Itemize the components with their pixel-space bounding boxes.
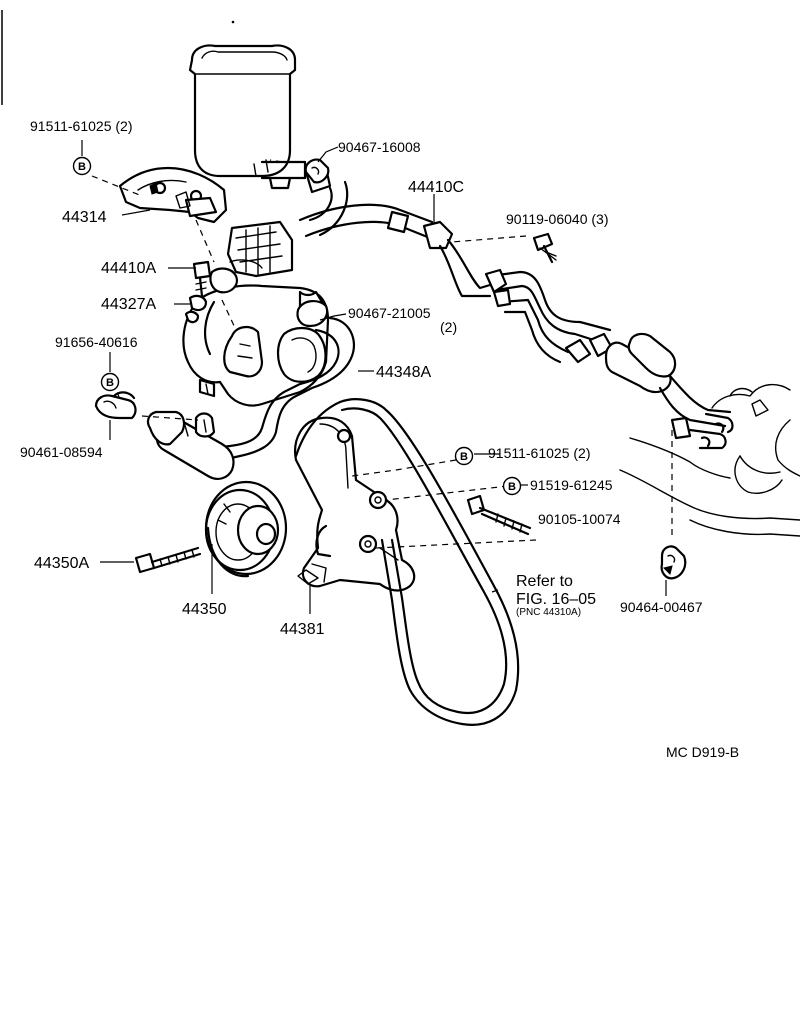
- label-44381: 44381: [280, 621, 325, 638]
- idler-pulley-44350: [204, 480, 288, 578]
- diagram-code: MC D919-B: [666, 744, 739, 760]
- label-91511-61025-mid: 91511-61025 (2): [488, 445, 590, 461]
- pressure-hose-44410C: [298, 166, 502, 298]
- bolt-90105-10074: [466, 494, 532, 536]
- drive-belt: [294, 398, 520, 726]
- steering-gear-outline: [619, 383, 800, 537]
- clip-90461-08594: [94, 391, 137, 420]
- label-90464-00467: 90464-00467: [620, 599, 703, 615]
- leader-lines: [81, 140, 667, 614]
- gasket-44327A: [184, 294, 208, 324]
- reservoir-tank: [188, 44, 307, 190]
- speck-dot: [231, 20, 235, 24]
- marker-b-3: B: [454, 446, 474, 466]
- label-90467-21005-qty: (2): [440, 319, 457, 335]
- label-91511-61025-top: 91511-61025 (2): [30, 118, 132, 134]
- clamp-90467-16008: [304, 158, 330, 184]
- clamp-90464-00467: [660, 545, 687, 580]
- marker-b-text: B: [78, 161, 86, 173]
- label-90467-16008: 90467-16008: [338, 139, 421, 155]
- marker-b-text: B: [106, 377, 114, 389]
- return-tube-lines: [484, 268, 734, 450]
- bracket-44381: [294, 416, 416, 592]
- label-44350: 44350: [182, 601, 227, 618]
- label-44410C: 44410C: [408, 179, 464, 196]
- union-bolt-44410A: [192, 259, 263, 298]
- label-91519-61245: 91519-61245: [530, 477, 613, 493]
- label-91656-40616: 91656-40616: [55, 334, 138, 350]
- marker-b-text: B: [460, 451, 468, 463]
- label-44350A: 44350A: [34, 555, 89, 572]
- label-44348A: 44348A: [376, 364, 431, 381]
- label-90105-10074: 90105-10074: [538, 511, 621, 527]
- label-90467-21005: 90467-21005: [348, 305, 431, 321]
- suction-hose-44348A: [146, 316, 356, 480]
- marker-b-4: B: [502, 476, 522, 496]
- marker-b-text: B: [508, 481, 516, 493]
- marker-b-1: B: [72, 156, 92, 176]
- bolt-90119-06040: [532, 232, 557, 264]
- refer-pnc-text: (PNC 44310A): [516, 607, 581, 618]
- label-90119-06040: 90119-06040 (3): [506, 211, 608, 227]
- power-steering-pump: [182, 220, 330, 407]
- bracket-44314: [118, 166, 228, 224]
- refer-fig-text: FIG. 16–05: [516, 591, 596, 608]
- dashed-reference-lines: [91, 159, 673, 549]
- refer-to-text: Refer to: [516, 573, 573, 590]
- marker-b-2: B: [100, 372, 120, 392]
- label-90461-08594: 90461-08594: [20, 444, 103, 460]
- label-44327A: 44327A: [101, 296, 156, 313]
- label-44314: 44314: [62, 209, 107, 226]
- idler-bolt-44350A: [134, 546, 202, 574]
- label-44410A: 44410A: [101, 260, 156, 277]
